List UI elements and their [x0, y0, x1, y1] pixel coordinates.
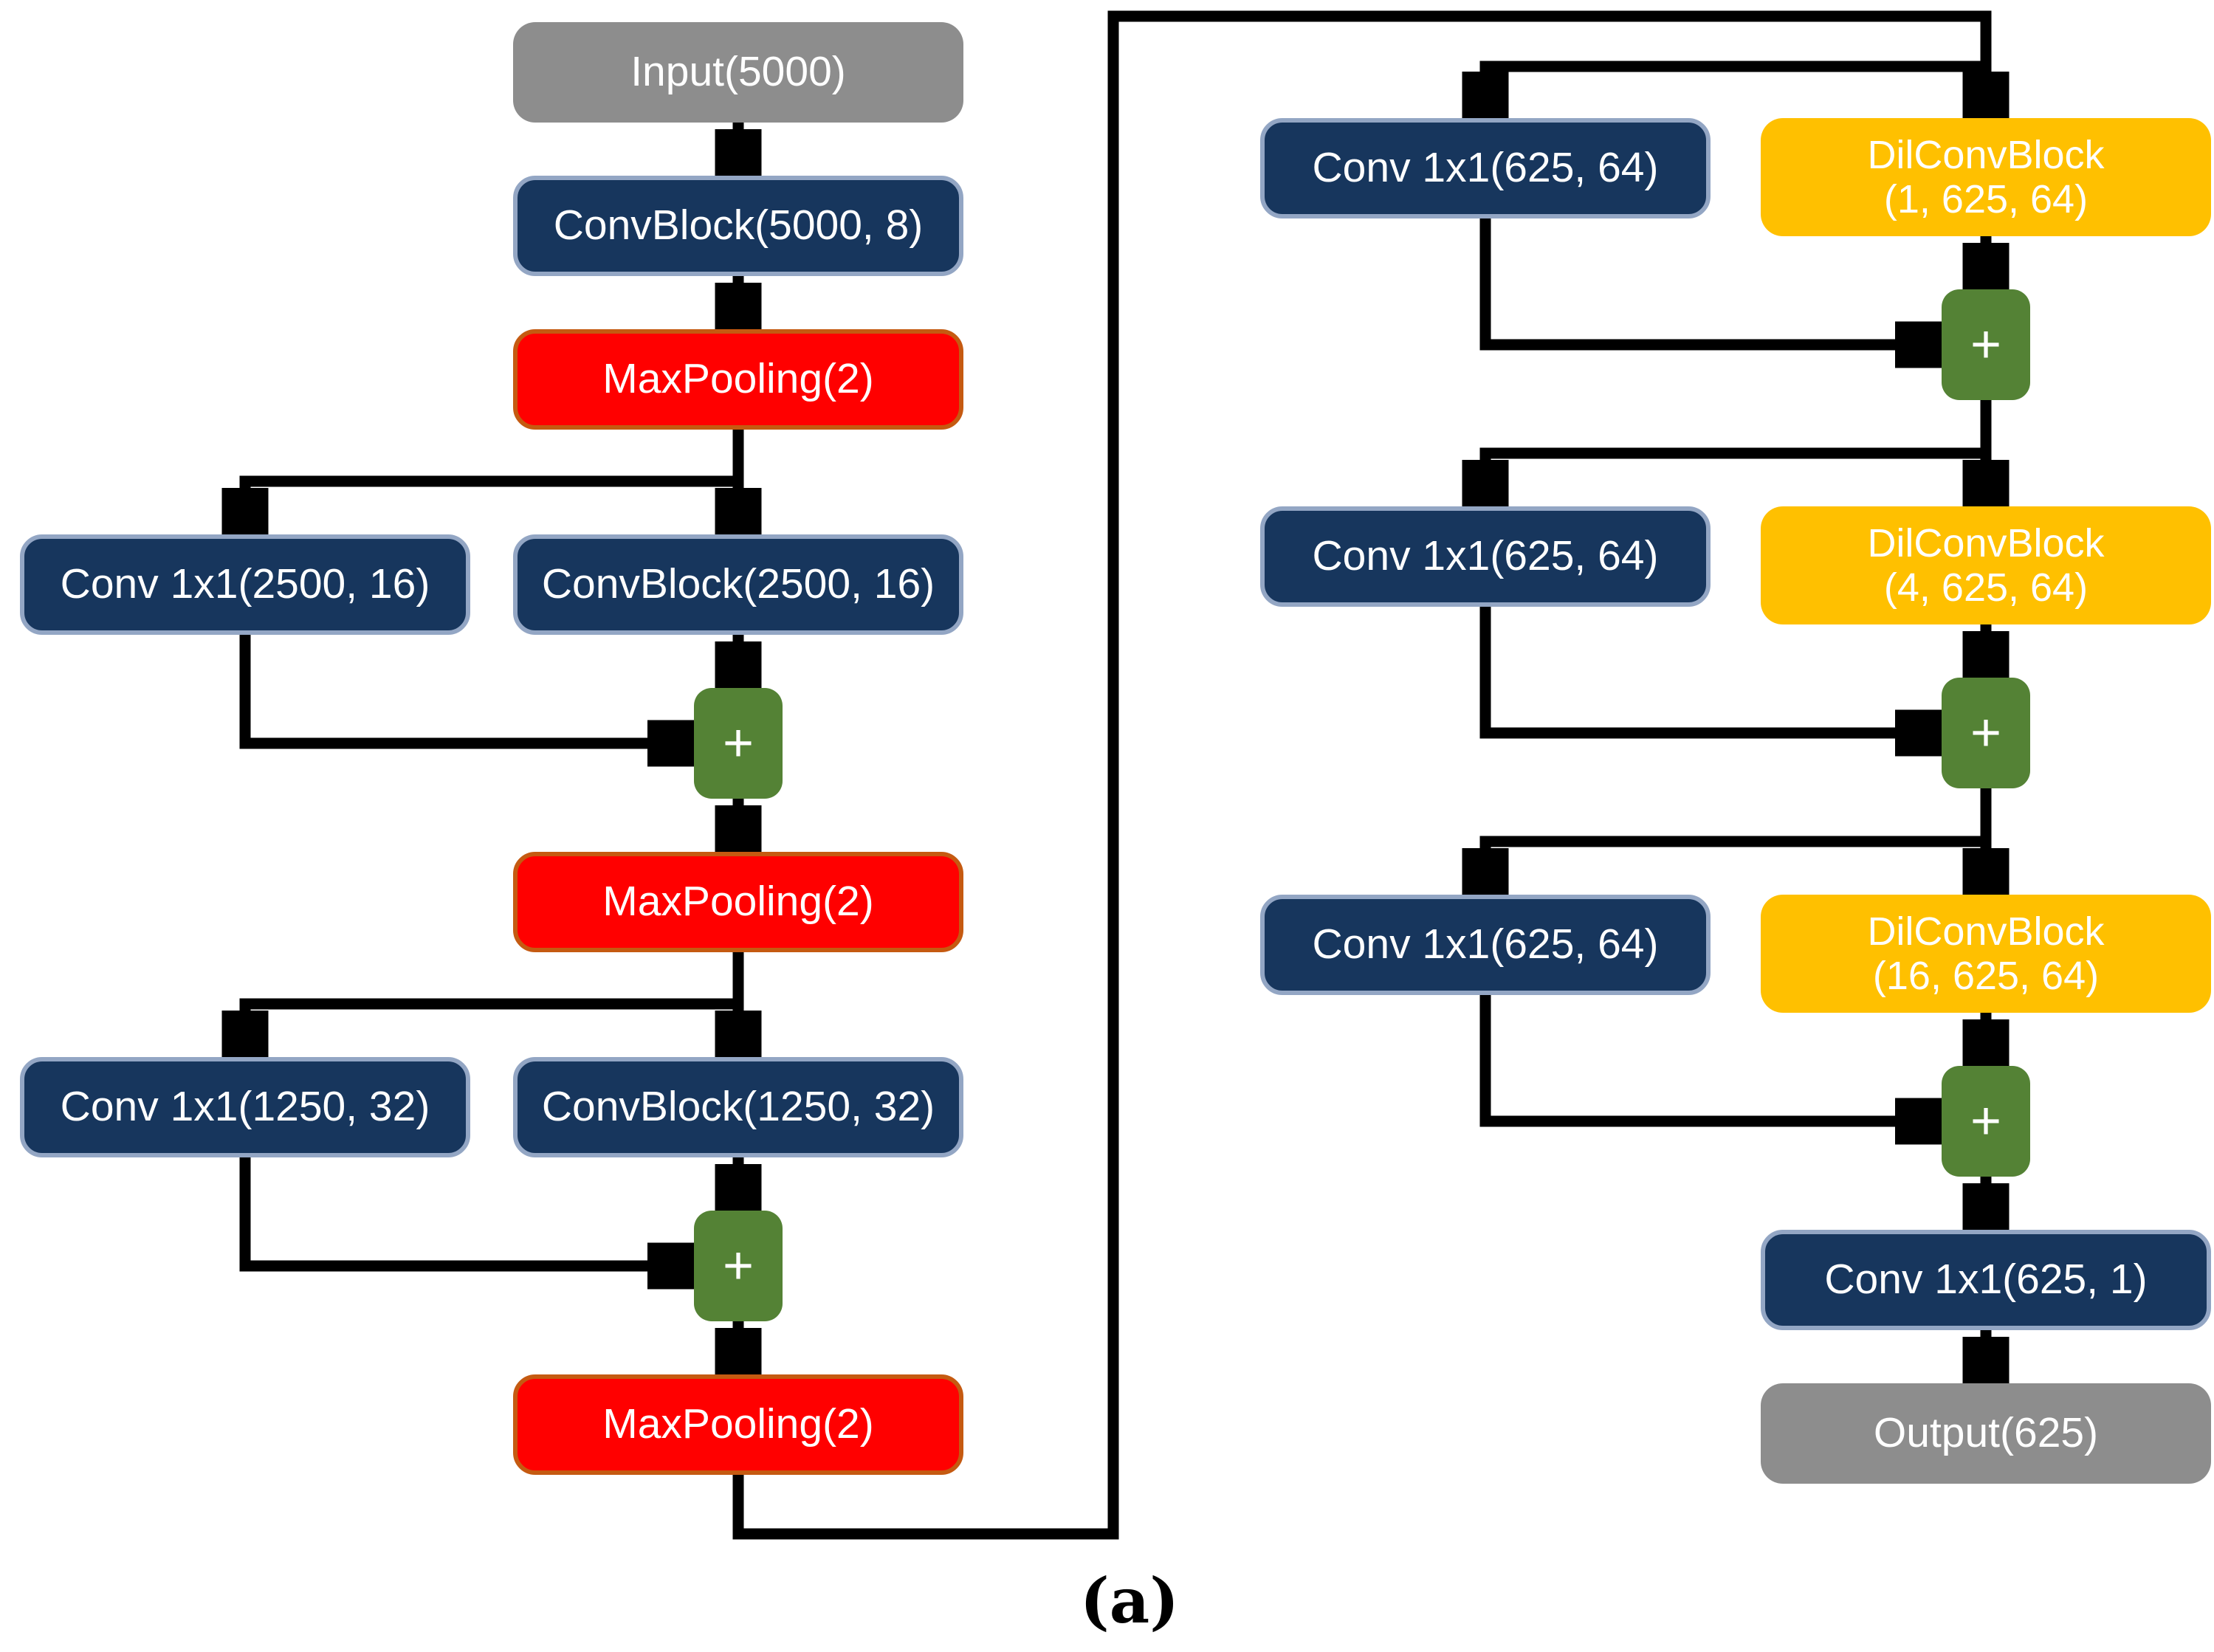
node-conv1x1-625-64-s3: Conv 1x1(625, 64): [1260, 895, 1711, 995]
node-conv1x1-625-64-s1: Conv 1x1(625, 64): [1260, 118, 1711, 218]
node-add-5: +: [1942, 1066, 2030, 1177]
node-label-line2: (1, 625, 64): [1883, 177, 2088, 221]
node-label-line2: (4, 625, 64): [1883, 565, 2088, 610]
node-add-2: +: [694, 1211, 783, 1321]
node-conv1x1-625-1: Conv 1x1(625, 1): [1761, 1230, 2211, 1330]
node-label: ConvBlock(2500, 16): [541, 560, 935, 608]
node-label: Conv 1x1(625, 1): [1824, 1256, 2148, 1304]
node-add-1: +: [694, 688, 783, 799]
node-dilconvblock-1: DilConvBlock (1, 625, 64): [1761, 118, 2211, 236]
node-maxpooling-3: MaxPooling(2): [513, 1374, 963, 1475]
plus-icon: +: [1970, 314, 2002, 374]
node-label: Conv 1x1(625, 64): [1312, 920, 1659, 968]
node-label-line1: DilConvBlock: [1867, 520, 2105, 565]
node-dilconvblock-4: DilConvBlock (4, 625, 64): [1761, 506, 2211, 624]
node-label: Conv 1x1(625, 64): [1312, 532, 1659, 580]
node-label: Conv 1x1(1250, 32): [60, 1083, 430, 1131]
plus-icon: +: [722, 713, 754, 773]
node-label: MaxPooling(2): [602, 355, 874, 403]
node-label: ConvBlock(1250, 32): [541, 1083, 935, 1131]
node-label-line1: DilConvBlock: [1867, 132, 2105, 177]
node-label: Conv 1x1(625, 64): [1312, 144, 1659, 192]
figure-caption: (a): [1080, 1563, 1179, 1637]
node-label: Conv 1x1(2500, 16): [60, 560, 430, 608]
node-conv1x1-625-64-s2: Conv 1x1(625, 64): [1260, 506, 1711, 607]
node-label-line1: DilConvBlock: [1867, 909, 2105, 954]
node-input: Input(5000): [513, 22, 963, 123]
node-label: MaxPooling(2): [602, 878, 874, 926]
node-add-4: +: [1942, 678, 2030, 788]
node-convblock-2500-16: ConvBlock(2500, 16): [513, 534, 963, 635]
plus-icon: +: [722, 1236, 754, 1295]
node-label: Output(625): [1873, 1409, 2099, 1457]
node-label-line2: (16, 625, 64): [1872, 954, 2100, 998]
node-dilconvblock-16: DilConvBlock (16, 625, 64): [1761, 895, 2211, 1013]
node-convblock-5000-8: ConvBlock(5000, 8): [513, 176, 963, 276]
node-convblock-1250-32: ConvBlock(1250, 32): [513, 1057, 963, 1157]
node-label: MaxPooling(2): [602, 1400, 874, 1448]
node-maxpooling-2: MaxPooling(2): [513, 852, 963, 952]
node-label: ConvBlock(5000, 8): [553, 202, 924, 249]
node-conv1x1-2500-16: Conv 1x1(2500, 16): [20, 534, 470, 635]
node-output: Output(625): [1761, 1383, 2211, 1484]
node-conv1x1-1250-32: Conv 1x1(1250, 32): [20, 1057, 470, 1157]
node-add-3: +: [1942, 289, 2030, 400]
plus-icon: +: [1970, 703, 2002, 763]
plus-icon: +: [1970, 1091, 2002, 1151]
node-maxpooling-1: MaxPooling(2): [513, 329, 963, 430]
node-label: Input(5000): [630, 48, 846, 96]
